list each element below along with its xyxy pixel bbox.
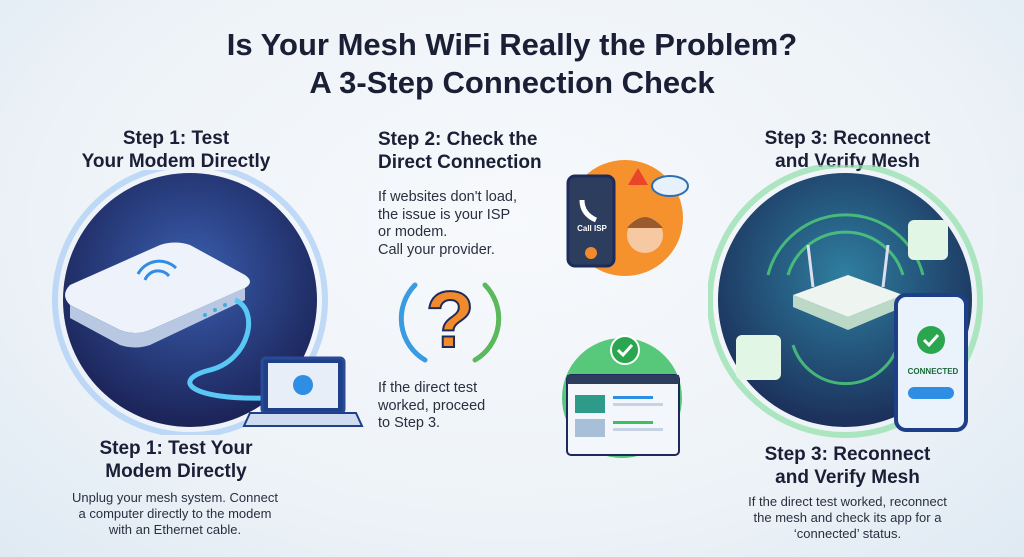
heading-line: Step 2: Check the (378, 129, 538, 150)
heading-line: Step 1: Test (122, 128, 230, 149)
step2-heading: Step 2: Check the Direct Connection (378, 128, 542, 174)
text-line: the issue is your ISP (378, 206, 511, 223)
cloud-icon (651, 175, 689, 197)
page-title: Is Your Mesh WiFi Really the Problem? A … (0, 26, 1024, 102)
heading-line: Step 3: Reconnect (764, 444, 931, 465)
body-line: with an Ethernet cable. (108, 522, 242, 537)
modem-icon (65, 242, 250, 333)
text-line: to Step 3. (378, 415, 441, 431)
check-icon (610, 335, 640, 365)
browser-window-icon (566, 374, 680, 456)
heading-line: Modem Directly (105, 461, 247, 482)
step1-heading-top: Step 1: Test Your Modem Directly (60, 127, 292, 173)
step2-success-text: If the direct test worked, proceed to St… (378, 380, 485, 433)
body-line: the mesh and check its app for a (753, 510, 942, 525)
call-icon (579, 199, 598, 223)
step1-body: Unplug your mesh system. Connect a compu… (40, 490, 310, 538)
mesh-router-icon (793, 275, 903, 317)
call-isp-illustration (566, 160, 689, 276)
step1-heading-bottom: Step 1: Test Your Modem Directly (60, 437, 292, 483)
text-line: If the direct test (378, 380, 478, 396)
heading-line: Step 3: Reconnect (764, 128, 931, 149)
modem-illustration (52, 170, 364, 435)
title-line-2: A 3-Step Connection Check (309, 65, 715, 100)
phone-app-icon (894, 293, 968, 432)
text-line: Call your provider. (378, 241, 495, 258)
hang-up-icon (585, 247, 597, 259)
question-mark-icon: ? (398, 274, 502, 365)
app-button (908, 387, 954, 399)
mesh-illustration (708, 165, 983, 438)
warning-icon (628, 168, 648, 185)
body-line: ‘connected’ status. (793, 526, 902, 541)
browser-success-illustration (562, 335, 682, 458)
ethernet-cable (187, 297, 266, 401)
heading-line: Your Modem Directly (81, 151, 271, 172)
body-line: If the direct test worked, reconnect (748, 494, 947, 509)
call-isp-label: Call ISP (577, 224, 607, 233)
text-line: or modem. (378, 224, 448, 240)
mesh-node-icon (908, 220, 948, 260)
svg-text:?: ? (426, 275, 475, 364)
heading-line: Direct Connection (378, 152, 542, 173)
heading-line: and Verify Mesh (775, 467, 920, 488)
body-line: a computer directly to the modem (78, 506, 272, 521)
text-line: worked, proceed (378, 397, 486, 414)
step3-body: If the direct test worked, reconnect the… (715, 494, 980, 542)
step3-heading-bottom: Step 3: Reconnect and Verify Mesh (730, 443, 965, 489)
step2-fail-text: If websites don't load, the issue is you… (378, 189, 517, 259)
phone-icon (566, 174, 616, 268)
connected-status: CONNECTED (907, 367, 959, 376)
mesh-node-icon (736, 335, 781, 380)
text-line: If websites don't load, (378, 189, 517, 205)
wifi-icon (136, 259, 178, 281)
body-line: Unplug your mesh system. Connect (72, 490, 278, 505)
check-icon (917, 326, 945, 354)
heading-line: Step 1: Test Your (99, 438, 253, 459)
title-line-1: Is Your Mesh WiFi Really the Problem? (226, 27, 798, 62)
